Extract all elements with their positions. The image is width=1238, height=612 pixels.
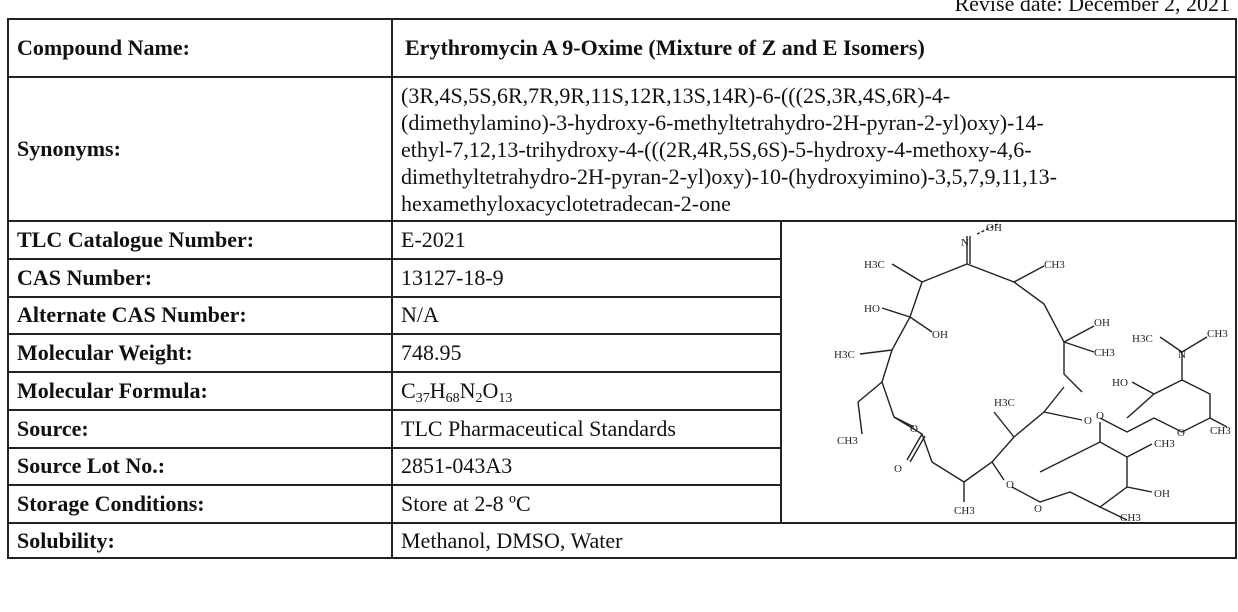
- atom-label: CH3: [1094, 347, 1115, 359]
- atom-label: HO: [1112, 377, 1128, 389]
- mol-weight-value: 748.95: [391, 333, 782, 373]
- synonym-line: ethyl-7,12,13-trihydroxy-4-(((2R,4R,5S,6…: [401, 136, 1032, 162]
- synonym-line: hexamethyloxacyclotetradecan-2-one: [401, 190, 731, 216]
- atom-label: CH3: [1044, 259, 1065, 271]
- row-mol-formula: Molecular Formula: C37H68N2O13: [7, 371, 1236, 411]
- row-solubility: Solubility: Methanol, DMSO, Water: [7, 522, 1238, 559]
- atom-label: H3C: [834, 349, 855, 361]
- compound-name-text: Erythromycin A 9-Oxime (Mixture of Z and…: [405, 35, 925, 60]
- formula-c: C: [401, 377, 416, 403]
- formula-n: N: [459, 377, 476, 403]
- atom-label: OH: [1154, 488, 1170, 500]
- atom-label: O: [1177, 427, 1185, 439]
- synonyms-value: (3R,4S,5S,6R,7R,9R,11S,12R,13S,14R)-6-((…: [390, 76, 1238, 222]
- atom-label: CH3: [954, 505, 975, 517]
- atom-label: H3C: [864, 259, 885, 271]
- compound-name-value: Erythromycin A 9-Oxime (Mixture of Z and…: [390, 18, 1238, 78]
- row-compound-name: Compound Name: Erythromycin A 9-Oxime (M…: [7, 18, 1238, 78]
- atom-label: HO: [864, 303, 880, 315]
- row-source-lot: Source Lot No.: 2851-043A3: [7, 446, 1236, 487]
- storage-label: Storage Conditions:: [7, 484, 393, 524]
- atom-label: N: [1178, 349, 1186, 361]
- atom-label: CH3: [1207, 328, 1228, 340]
- alt-cas-value: N/A: [391, 295, 782, 336]
- catalogue-value: E-2021: [391, 220, 782, 260]
- formula-o: O: [482, 377, 499, 403]
- mol-weight-label: Molecular Weight:: [7, 333, 393, 373]
- formula-o-count: 13: [498, 390, 513, 406]
- structure-cell: OH N H3C CH3 HO OH OH H3C CH3 H3C CH3 N …: [779, 220, 1238, 524]
- mol-formula-value: C37H68N2O13: [391, 371, 782, 411]
- molecule-structure: OH N H3C CH3 HO OH OH H3C CH3 H3C CH3 N …: [834, 222, 1231, 522]
- atom-label: O: [1006, 479, 1014, 491]
- page-header: Revise date: December 2, 2021: [0, 0, 1238, 16]
- formula-h-count: 68: [445, 390, 460, 406]
- atom-label: OH: [932, 329, 948, 341]
- atom-label: CH3: [837, 435, 858, 447]
- compound-info-table: Compound Name: Erythromycin A 9-Oxime (M…: [7, 18, 1238, 559]
- formula-n-count: 2: [475, 390, 483, 406]
- synonym-line: (dimethylamino)-3-hydroxy-6-methyltetrah…: [401, 109, 1044, 135]
- atom-label: H3C: [1132, 333, 1153, 345]
- revise-date: Revise date: December 2, 2021: [954, 0, 1230, 16]
- cas-value: 13127-18-9: [391, 257, 782, 298]
- catalogue-label: TLC Catalogue Number:: [7, 220, 393, 260]
- row-source: Source: TLC Pharmaceutical Standards: [7, 408, 1236, 449]
- formula-c-count: 37: [415, 390, 430, 406]
- synonym-line: (3R,4S,5S,6R,7R,9R,11S,12R,13S,14R)-6-((…: [401, 82, 951, 108]
- atom-label: H3C: [994, 397, 1015, 409]
- row-catalogue: TLC Catalogue Number: E-2021: [7, 220, 1238, 524]
- solubility-value: Methanol, DMSO, Water: [390, 522, 1238, 559]
- source-value: TLC Pharmaceutical Standards: [391, 408, 782, 449]
- atom-label: CH3: [1210, 425, 1231, 437]
- atom-label: O: [910, 423, 918, 435]
- atom-label: O: [1084, 415, 1092, 427]
- atom-label: OH: [986, 222, 1002, 234]
- row-cas: CAS Number: 13127-18-9: [7, 257, 1236, 298]
- atom-label: O: [1034, 503, 1042, 515]
- atom-label: OH: [1094, 317, 1110, 329]
- cas-label: CAS Number:: [7, 257, 393, 298]
- row-mol-weight: Molecular Weight: 748.95: [7, 333, 1236, 373]
- synonym-line: dimethyltetrahydro-2H-pyran-2-yl)oxy)-10…: [401, 163, 1057, 189]
- synonyms-label: Synonyms:: [7, 76, 393, 222]
- mol-formula-label: Molecular Formula:: [7, 371, 393, 411]
- row-synonyms: Synonyms: (3R,4S,5S,6R,7R,9R,11S,12R,13S…: [7, 76, 1238, 222]
- alt-cas-label: Alternate CAS Number:: [7, 295, 393, 336]
- row-alt-cas: Alternate CAS Number: N/A: [7, 295, 1236, 336]
- atom-label: CH3: [1154, 438, 1175, 450]
- solubility-label: Solubility:: [7, 522, 393, 559]
- compound-name-label: Compound Name:: [7, 18, 393, 78]
- formula-h: H: [429, 377, 446, 403]
- atom-label: O: [1096, 410, 1104, 422]
- atom-label: CH3: [1120, 512, 1141, 522]
- atom-label: O: [894, 463, 902, 475]
- source-lot-value: 2851-043A3: [391, 446, 782, 487]
- row-storage: Storage Conditions: Store at 2-8 ºC: [7, 484, 1236, 524]
- source-lot-label: Source Lot No.:: [7, 446, 393, 487]
- atom-label: N: [961, 237, 969, 249]
- storage-value: Store at 2-8 ºC: [391, 484, 782, 524]
- source-label: Source:: [7, 408, 393, 449]
